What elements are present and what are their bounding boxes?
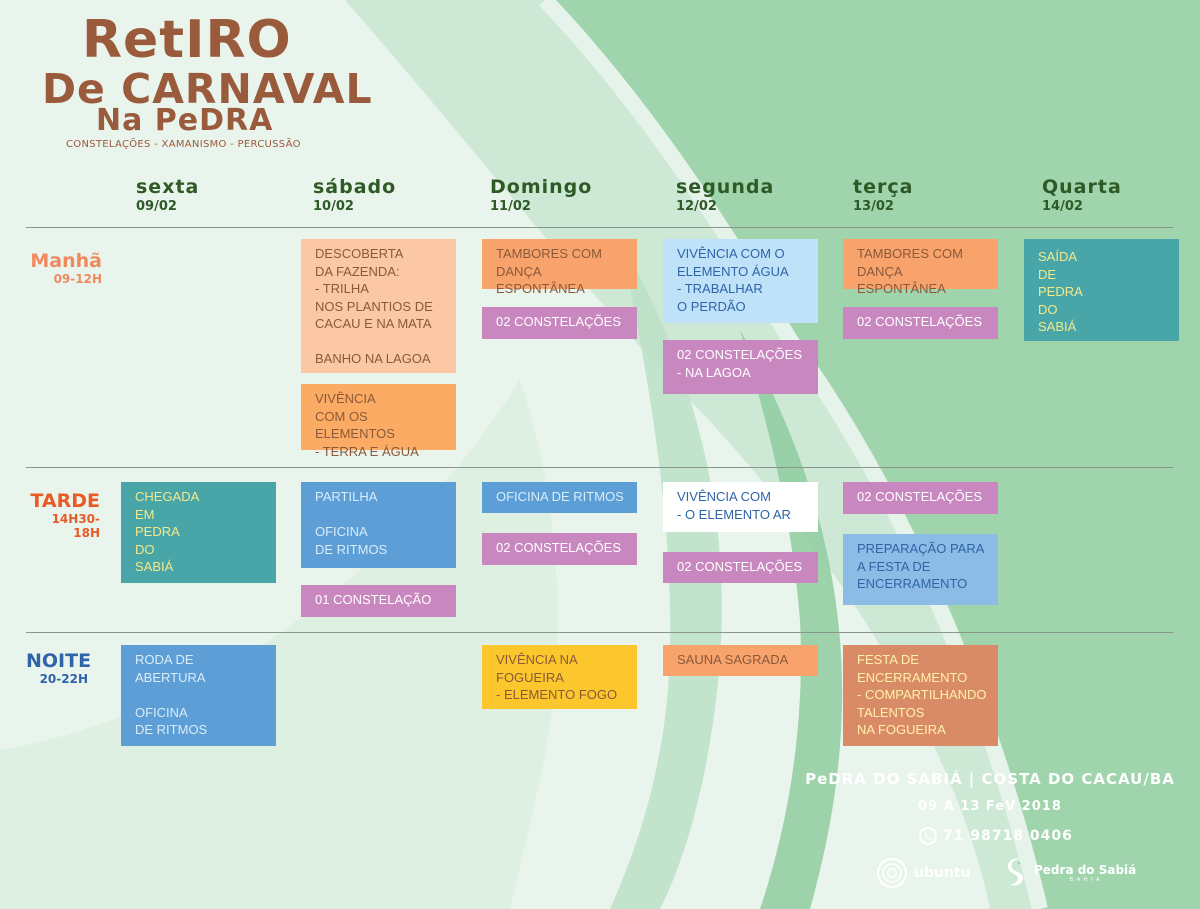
day-header-tuesday: terça 13/02 (853, 176, 913, 214)
day-date: 11/02 (490, 199, 531, 214)
ubuntu-label: ubuntu (914, 865, 971, 881)
subtitle: CONSTELAÇÕES - XAMANISMO - PERCUSSÃO (66, 139, 301, 150)
activity-card: 02 CONSTELAÇÕES (843, 307, 998, 339)
activity-card: VIVÊNCIA COM OS ELEMENTOS - TERRA E ÁGUA (301, 384, 456, 459)
ubuntu-circle-icon (877, 858, 907, 888)
day-header-wednesday: Quarta 14/02 (1042, 176, 1122, 214)
period-name: NOITE (26, 650, 92, 672)
activity-card: VIVÊNCIA COM - O ELEMENTO AR (663, 482, 818, 532)
activity-card: VIVÊNCIA NA FOGUEIRA - ELEMENTO FOGO (482, 645, 637, 709)
sabia-bird-icon (1007, 858, 1024, 886)
day-name: segunda (676, 176, 775, 198)
day-header-saturday: sábado 10/02 (313, 176, 396, 214)
period-name: TARDE (30, 490, 100, 512)
day-header-sunday: Domingo 11/02 (490, 176, 592, 214)
period-night: NOITE 20-22H (26, 650, 92, 686)
activity-card: 02 CONSTELAÇÕES (663, 552, 818, 583)
activity-card: SAUNA SAGRADA (663, 645, 818, 676)
title-line-2: De CARNAVAL (42, 65, 373, 113)
day-name: terça (853, 176, 914, 198)
pedra-label: Pedra do Sabiá (1034, 863, 1137, 877)
day-name: sábado (313, 176, 397, 198)
period-time: 14H30-18H (51, 512, 100, 540)
day-date: 09/02 (136, 199, 177, 214)
activity-card: 02 CONSTELAÇÕES (843, 482, 998, 514)
activity-card: RODA DE ABERTURA OFICINA DE RITMOS (121, 645, 276, 746)
activity-card: SAÍDA DE PEDRA DO SABIÁ (1024, 239, 1179, 341)
activity-card: DESCOBERTA DA FAZENDA: - TRILHA NOS PLAN… (301, 239, 456, 373)
day-name: Domingo (490, 176, 593, 198)
activity-card: 02 CONSTELAÇÕES (482, 533, 637, 565)
activity-card: VIVÊNCIA COM O ELEMENTO ÁGUA - TRABALHAR… (663, 239, 818, 323)
whatsapp-icon (919, 827, 937, 845)
activity-card: PREPARAÇÃO PARA A FESTA DE ENCERRAMENTO (843, 534, 998, 605)
day-name: sexta (136, 176, 200, 198)
period-name: Manhã (30, 250, 102, 272)
day-name: Quarta (1042, 176, 1122, 198)
day-date: 14/02 (1042, 199, 1083, 214)
period-afternoon: TARDE 14H30-18H (26, 490, 100, 540)
divider (26, 632, 1173, 633)
day-date: 12/02 (676, 199, 717, 214)
activity-card: OFICINA DE RITMOS (482, 482, 637, 513)
divider (26, 467, 1173, 468)
activity-card: 01 CONSTELAÇÃO (301, 585, 456, 617)
pedra-sublabel: B A H I A (1069, 877, 1101, 883)
activity-card: 02 CONSTELAÇÕES - NA LAGOA (663, 340, 818, 394)
title-line-1: RetIRO (82, 10, 292, 70)
activity-card: PARTILHA OFICINA DE RITMOS (301, 482, 456, 568)
title-line-3: Na PeDRA (96, 103, 274, 138)
activity-card: TAMBORES COM DANÇA ESPONTÂNEA (482, 239, 637, 296)
activity-card: FESTA DE ENCERRAMENTO - COMPARTILHANDO T… (843, 645, 998, 746)
day-header-monday: segunda 12/02 (676, 176, 774, 214)
activity-card: 02 CONSTELAÇÕES (482, 307, 637, 339)
footer-phone: 71 98718 0406 (918, 826, 1073, 846)
phone-number: 71 98718 0406 (943, 828, 1073, 844)
activity-card: TAMBORES COM DANÇA ESPONTÂNEA (843, 239, 998, 296)
period-time: 20-22H (39, 672, 88, 686)
footer-dates: 09 A 13 FeV 2018 (918, 799, 1062, 814)
period-morning: Manhã 09-12H (26, 250, 102, 286)
footer-location: PeDRA DO SABIÁ | COSTA DO CACAU/BA (805, 770, 1175, 788)
day-date: 10/02 (313, 199, 354, 214)
ubuntu-logo: ubuntu (876, 857, 971, 889)
divider (26, 227, 1173, 228)
activity-card: CHEGADA EM PEDRA DO SABIÁ (121, 482, 276, 583)
day-header-friday: sexta 09/02 (136, 176, 199, 214)
pedra-do-sabia-logo: Pedra do Sabiá B A H I A (1005, 856, 1136, 890)
period-time: 09-12H (53, 272, 102, 286)
day-date: 13/02 (853, 199, 894, 214)
